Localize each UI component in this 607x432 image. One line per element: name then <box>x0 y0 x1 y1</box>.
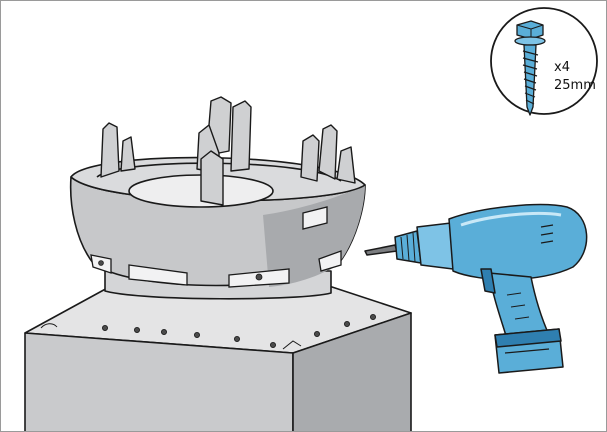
pedestal-screw <box>233 335 240 342</box>
callout-length: 25mm <box>554 78 596 93</box>
drill-trigger <box>480 268 496 294</box>
callout-circle <box>490 7 598 115</box>
collar-tab <box>318 124 338 180</box>
collar-slot <box>318 250 342 272</box>
pedestal-screw <box>313 330 320 337</box>
pedestal-screw <box>160 328 167 335</box>
pedestal-side-face <box>292 312 412 431</box>
collar-tab <box>208 96 232 154</box>
screw-callout: x4 25mm <box>490 7 598 116</box>
pedestal-front-face <box>24 332 294 431</box>
pedestal-screw <box>369 313 376 320</box>
pedestal-screw <box>102 324 109 331</box>
collar-tab <box>120 136 136 172</box>
collar-screw <box>98 260 104 266</box>
callout-quantity: x4 <box>554 60 570 75</box>
collar-tab <box>100 122 120 178</box>
pedestal-box <box>24 285 412 431</box>
collar-tab <box>300 134 320 182</box>
pedestal-screw <box>133 326 140 333</box>
pedestal-corner-mark <box>282 340 302 350</box>
pedestal-clip-line <box>40 323 58 329</box>
drill-bit <box>364 244 398 256</box>
collar-slot <box>302 206 328 230</box>
pedestal-screw <box>269 341 276 348</box>
collar-tab <box>336 146 356 184</box>
collar-slot <box>128 264 188 286</box>
collar-tabs <box>100 96 356 206</box>
collar-tab <box>200 150 224 206</box>
hex-head-screw-icon <box>514 20 546 116</box>
pedestal-screw <box>343 320 350 327</box>
drill-torque-collar <box>416 222 454 270</box>
cordless-drill-icon <box>364 203 588 374</box>
collar-tab <box>230 100 252 172</box>
collar-screw <box>255 273 263 281</box>
drill-body <box>448 203 588 281</box>
pedestal-screws <box>102 313 376 348</box>
pedestal-screw <box>193 331 200 338</box>
